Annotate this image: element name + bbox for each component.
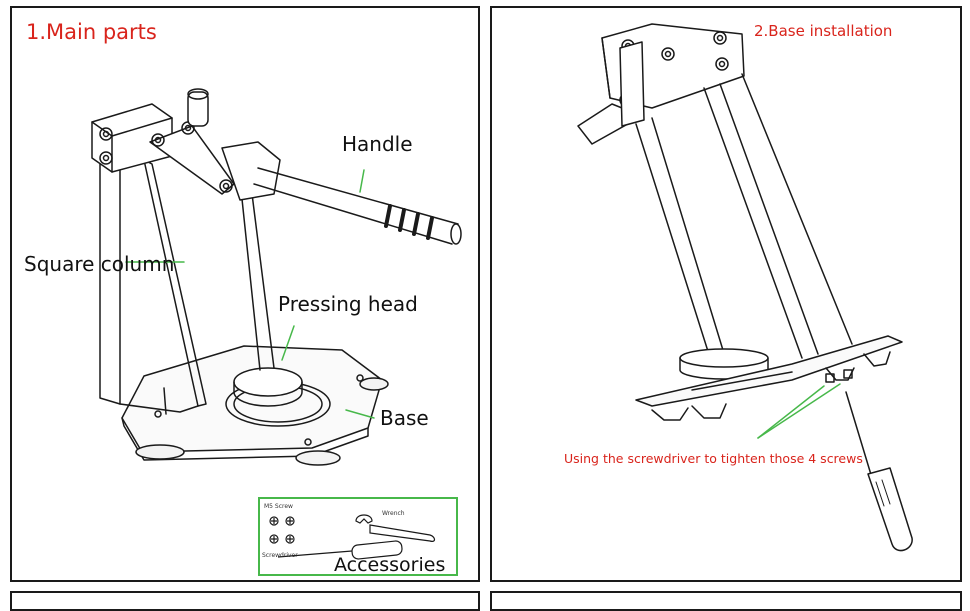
label-square-column: Square column: [24, 252, 175, 276]
label-base: Base: [380, 406, 429, 430]
main-parts-illustration: [91, 88, 462, 466]
lower-left-panel: [10, 591, 480, 611]
accessories-box: M5 Screw Wrench Screwdriver Accessories: [258, 497, 458, 576]
panel-title-main-parts: 1.Main parts: [26, 20, 157, 44]
label-pressing-head: Pressing head: [278, 292, 418, 316]
accessory-label-wrench: Wrench: [382, 510, 405, 517]
lower-right-panel: [490, 591, 962, 611]
base-installation-panel: 2.Base installation Using the screwdrive…: [490, 6, 962, 582]
accessories-illustration: [269, 514, 436, 560]
accessories-title: Accessories: [334, 554, 446, 576]
panel-title-base-installation: 2.Base installation: [754, 22, 893, 40]
main-parts-panel: 1.Main parts Handle Square column Pressi…: [10, 6, 480, 582]
accessory-label-screwdriver: Screwdriver: [262, 552, 298, 559]
label-handle: Handle: [342, 132, 413, 156]
base-installation-illustration: [577, 23, 913, 552]
instruction-note: Using the screwdriver to tighten those 4…: [564, 451, 863, 466]
accessory-label-m5-screw: M5 Screw: [264, 503, 293, 510]
